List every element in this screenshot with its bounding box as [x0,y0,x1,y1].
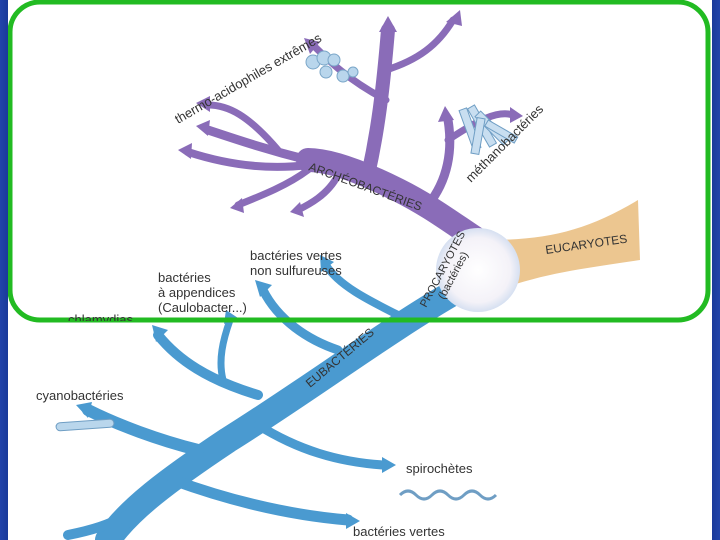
cyano-pictogram-icon [55,418,115,432]
eubacteria-trunk [95,277,471,540]
label-bacteries-vertes: bactéries vertes [353,524,445,539]
label-spirochetes: spirochètes [406,461,473,476]
branch-cyano [82,404,204,456]
branch-chlamydia-2 [217,316,234,384]
branch-lower-curl [63,510,133,540]
archaea-right [423,115,455,210]
label-thermo: thermo-acidophiles extrêmes [172,30,324,127]
label-chlamydia: chlamydias [68,312,134,321]
eubacteria-branches [63,261,471,540]
label-cyanobacteries: cyanobactéries [36,388,124,403]
archaea-left-2 [204,101,282,154]
label-appendices: bactéries à appendices (Caulobacter...) [158,270,247,315]
label-vertes-non-sulfureuses-line1: bactéries vertes [250,248,342,263]
phylogenetic-tree-canvas: thermo-acidophiles extrêmes ARCHÉOBACTÉR… [8,0,712,540]
label-vertes-non-sulfureuses-line2: non sulfureuses [250,263,342,278]
label-appendices-line1: bactéries [158,270,211,285]
archaea-trunk [296,148,490,252]
highlight-box [8,0,711,323]
archaea-arrowheads [178,10,523,217]
tree-svg: thermo-acidophiles extrêmes ARCHÉOBACTÉR… [8,0,711,540]
archaea-branches [184,16,517,252]
thermo-pictogram-icon [305,50,359,83]
procaryote-node [436,228,520,312]
branch-vertes-non-sulf [322,261,402,319]
branch-appendices [258,285,343,355]
branch-chlamydia [153,330,263,400]
spiro-pictogram-icon [398,489,498,501]
archaea-left-1 [203,125,313,165]
branch-lower-left [96,493,155,540]
branch-vertes [167,474,354,526]
label-vertes-non-sulfureuses: bactéries vertes non sulfureuses [250,248,342,278]
label-appendices-line3: (Caulobacter...) [158,300,247,315]
archaea-up [361,23,395,182]
archaea-up-right [382,16,457,74]
label-appendices-line2: à appendices [158,285,236,300]
branch-spiro [253,420,388,470]
archaea-left-4 [234,166,312,209]
archaea-left-3 [184,148,312,171]
methano-pictogram-icon [458,104,519,156]
eukaryote-branch [488,200,640,290]
